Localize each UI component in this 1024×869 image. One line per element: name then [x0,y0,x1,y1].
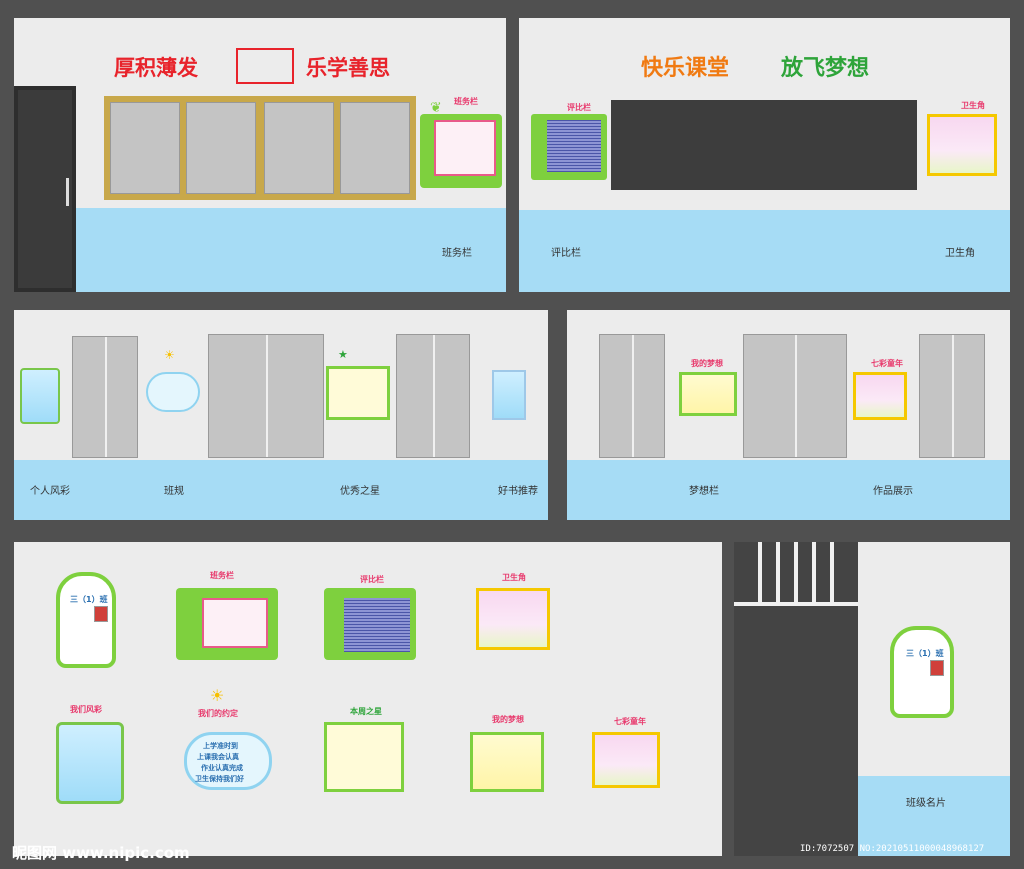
panel-ranking-wall: 快乐课堂 放飞梦想 评比栏 卫生角 评比栏 卫生角 [519,18,1010,292]
slogan-right: 乐学善思 [306,56,390,80]
label-books: 好书推荐 [498,486,538,497]
label-personal: 个人风彩 [30,486,70,497]
avatar [94,606,108,622]
panel-dream-wall: 我的梦想 七彩童年 梦想栏 作品展示 [567,310,1010,520]
class-affairs-board [176,588,278,660]
star-board [326,366,390,420]
window-frame [104,96,416,200]
board-title-personal: 我们风彩 [70,705,102,714]
panel-class-affairs-wall: 厚积薄发 乐学善思 ❦ 班务栏 班务栏 [14,18,506,292]
floor-strip [519,210,1010,292]
floor-strip [14,460,548,520]
door [14,86,76,292]
label-ranking: 评比栏 [551,248,581,259]
panel-board-catalog: 三（1）班 班务栏 评比栏 卫生角 我们风彩 上学准时到 上课我会认真 作业认真… [14,542,722,856]
dream-board [679,372,737,416]
window-pane [186,102,256,194]
sun-icon: ☀ [210,686,225,705]
hygiene-board [476,588,550,650]
floor-strip [14,208,506,292]
class-affairs-board [420,114,502,188]
label-class-affairs: 班务栏 [442,248,472,259]
hygiene-board [927,114,997,176]
panel-star-wall: ☀ ★ 个人风彩 班规 优秀之星 好书推荐 [14,310,548,520]
personal-board [20,368,60,424]
rules-line: 上课我会认真 [197,753,239,761]
board-title-hygiene: 卫生角 [502,573,526,582]
image-id-text: ID:7072507 NO:20210511000048968127 [800,844,985,854]
label-star: 优秀之星 [340,486,380,497]
sun-icon: ☀ [164,348,175,362]
personal-board [56,722,124,804]
door-gate [734,542,858,856]
window-pane [599,334,665,458]
window-pane [743,334,847,458]
board-title-rules: 我们的约定 [198,709,238,718]
window-pane [340,102,410,194]
ranking-board [531,114,607,180]
book-board [492,370,526,420]
board-title-hygiene: 卫生角 [961,101,985,110]
rules-line: 上学准时到 [203,742,238,750]
ranking-board [324,588,416,660]
class-card-board: 三（1）班 [56,572,116,668]
label-works: 作品展示 [873,486,913,497]
slogan-placeholder-box [236,48,294,84]
board-title-colorful: 七彩童年 [614,717,646,726]
label-dream: 梦想栏 [689,486,719,497]
board-title-dream: 我的梦想 [492,715,524,724]
works-board [853,372,907,420]
label-hygiene: 卫生角 [945,248,975,259]
star-icon: ★ [338,348,348,361]
blackboard [611,100,917,190]
floor-strip [858,776,1010,856]
slogan-right: 放飞梦想 [781,56,870,81]
board-title-ranking: 评比栏 [360,575,384,584]
sprout-icon: ❦ [430,100,442,116]
door-handle [66,178,69,206]
class-card-title: 三（1）班 [70,595,108,604]
window-pane [72,336,138,458]
window-pane [110,102,180,194]
board-title-colorful: 七彩童年 [871,359,903,368]
avatar [930,660,944,676]
works-board [592,732,660,788]
class-card-board: 三（1）班 [890,626,954,718]
rules-line: 作业认真完成 [201,764,243,772]
label-rules: 班规 [164,486,184,497]
rules-line: 卫生保持我们好 [195,775,244,783]
panel-class-card-wall: 三（1）班 班级名片 [734,542,1010,856]
board-title-ranking: 评比栏 [567,103,591,112]
dream-board [470,732,544,792]
class-card-title: 三（1）班 [906,649,944,658]
star-board [324,722,404,792]
floor-strip [567,460,1010,520]
board-title-dream: 我的梦想 [691,359,723,368]
window-pane [396,334,470,458]
board-title-class-affairs: 班务栏 [454,97,478,106]
rules-board: 上学准时到 上课我会认真 作业认真完成 卫生保持我们好 [184,732,272,790]
board-title-class-affairs: 班务栏 [210,571,234,580]
window-pane [919,334,985,458]
rules-board [146,372,200,412]
board-title-star: 本周之星 [350,707,382,716]
window-pane [208,334,324,458]
window-pane [264,102,334,194]
label-class-card: 班级名片 [906,798,946,809]
watermark: 昵图网 www.nipic.com [12,844,190,862]
slogan-left: 快乐课堂 [641,56,730,81]
slogan-left: 厚积薄发 [114,56,198,80]
